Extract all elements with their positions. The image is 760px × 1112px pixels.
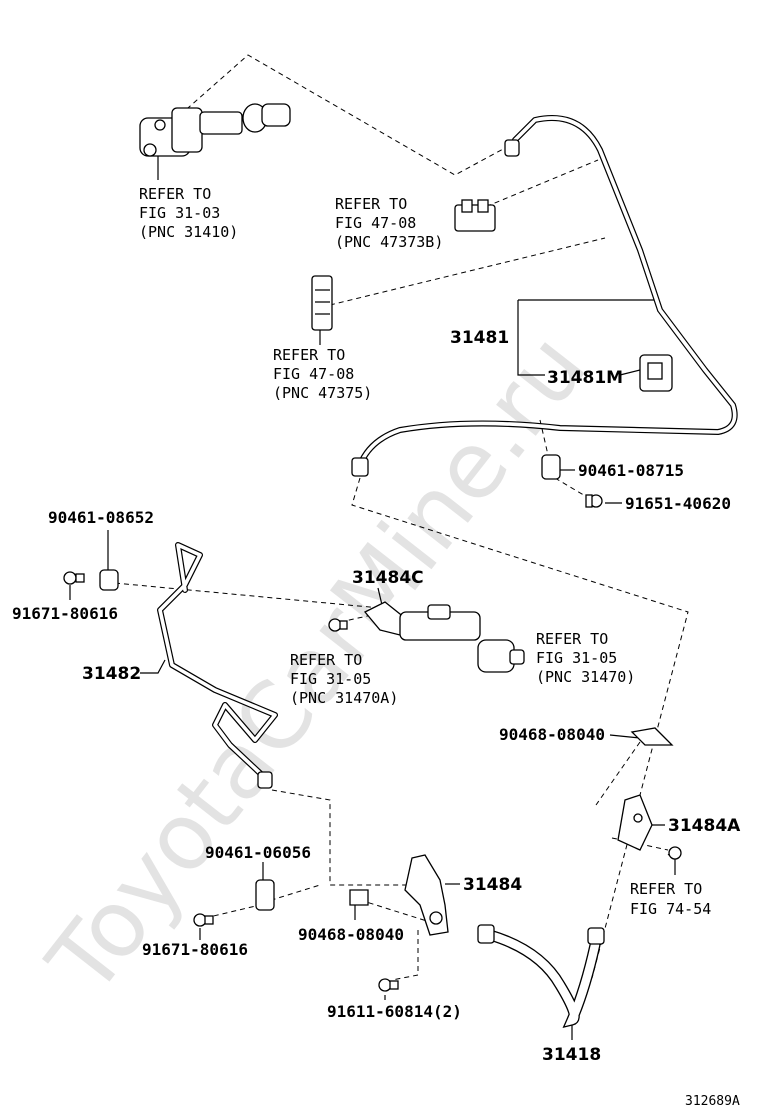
refer-line: FIG 31-05 (290, 670, 371, 688)
refer-line: FIG 47-08 (335, 214, 416, 232)
bolt-74-54-icon (668, 846, 682, 860)
part-label-31481: 31481 (450, 328, 509, 348)
part-label-91651-40620: 91651-40620 (625, 494, 731, 513)
bolt-91671-80616-top-icon (63, 571, 85, 585)
clamp-47373b-icon (454, 199, 496, 232)
part-label-31481m: 31481M (547, 368, 623, 388)
part-label-90461-08652: 90461-08652 (48, 508, 154, 527)
refer-fig74-54: REFER TO FIG 74-54 (630, 880, 711, 918)
part-label-31484a: 31484A (668, 816, 741, 836)
clamp-31481m-icon (639, 354, 673, 392)
part-label-91611-60814: 91611-60814(2) (327, 1002, 462, 1021)
part-label-90468-08040-right: 90468-08040 (499, 725, 605, 744)
part-label-31482: 31482 (82, 664, 141, 684)
part-label-91671-80616-bottom: 91671-80616 (142, 940, 248, 959)
refer-fig47-08-b: REFER TO FIG 47-08 (PNC 47373B) (335, 195, 443, 251)
refer-fig31-03: REFER TO FIG 31-03 (PNC 31410) (139, 185, 238, 241)
refer-line: REFER TO (536, 630, 608, 648)
part-number-labels: 31481 31481M 90461-08715 91651-40620 904… (12, 328, 741, 1065)
refer-fig47-08: REFER TO FIG 47-08 (PNC 47375) (273, 346, 372, 402)
clutch-line-31481 (357, 115, 738, 468)
master-cylinder-icon (139, 103, 291, 157)
bolt-91651-40620-icon (585, 494, 603, 508)
refer-line: FIG 31-05 (536, 649, 617, 667)
fitting-low-icon (257, 771, 273, 789)
clutch-line-31482 (157, 542, 278, 778)
part-label-90461-06056: 90461-06056 (205, 843, 311, 862)
fitting-mid-icon (351, 457, 369, 477)
clamp-90461-08715-icon (541, 454, 561, 480)
clamp-90461-06056-icon (255, 879, 275, 911)
clip-90468-08040-right-icon (630, 727, 674, 746)
bracket-31484-icon (404, 854, 449, 936)
part-label-90468-08040-bottom: 90468-08040 (298, 925, 404, 944)
refer-line: (PNC 31470A) (290, 689, 398, 707)
refer-line: (PNC 47375) (273, 384, 372, 402)
refer-fig31-05: REFER TO FIG 31-05 (PNC 31470) (536, 630, 635, 686)
part-label-31418: 31418 (542, 1045, 601, 1065)
part-label-31484c: 31484C (352, 568, 424, 588)
part-label-91671-80616-top: 91671-80616 (12, 604, 118, 623)
release-cylinder-icon (399, 604, 525, 673)
refer-line: REFER TO (335, 195, 407, 213)
refer-line: REFER TO (273, 346, 345, 364)
refer-line: FIG 47-08 (273, 365, 354, 383)
hose-end-left-icon (477, 924, 495, 944)
bolt-91611-60814-icon (378, 978, 399, 992)
refer-fig31-05-a: REFER TO FIG 31-05 (PNC 31470A) (290, 651, 398, 707)
clamp-90461-08652-icon (99, 569, 119, 591)
part-label-31484: 31484 (463, 875, 522, 895)
clip-90468-08040-bottom-icon (349, 889, 369, 906)
clamp-47375-icon (311, 275, 333, 331)
part-label-90461-08715: 90461-08715 (578, 461, 684, 480)
refer-line: (PNC 31410) (139, 223, 238, 241)
refer-line: REFER TO (290, 651, 362, 669)
refer-line: REFER TO (630, 880, 702, 898)
refer-line: FIG 74-54 (630, 900, 711, 918)
refer-line: REFER TO (139, 185, 211, 203)
bolt-91671-80616-bot-icon (193, 913, 214, 927)
hose-end-right-icon (587, 927, 605, 945)
refer-line: FIG 31-03 (139, 204, 220, 222)
bracket-31484a-icon (617, 794, 653, 851)
fitting-top-icon (504, 139, 520, 157)
refer-line: (PNC 31470) (536, 668, 635, 686)
flex-hose-31418 (484, 929, 601, 1029)
refer-line: (PNC 47373B) (335, 233, 443, 251)
bolt-31470a-icon (328, 618, 348, 632)
figure-id: 312689A (685, 1094, 740, 1109)
